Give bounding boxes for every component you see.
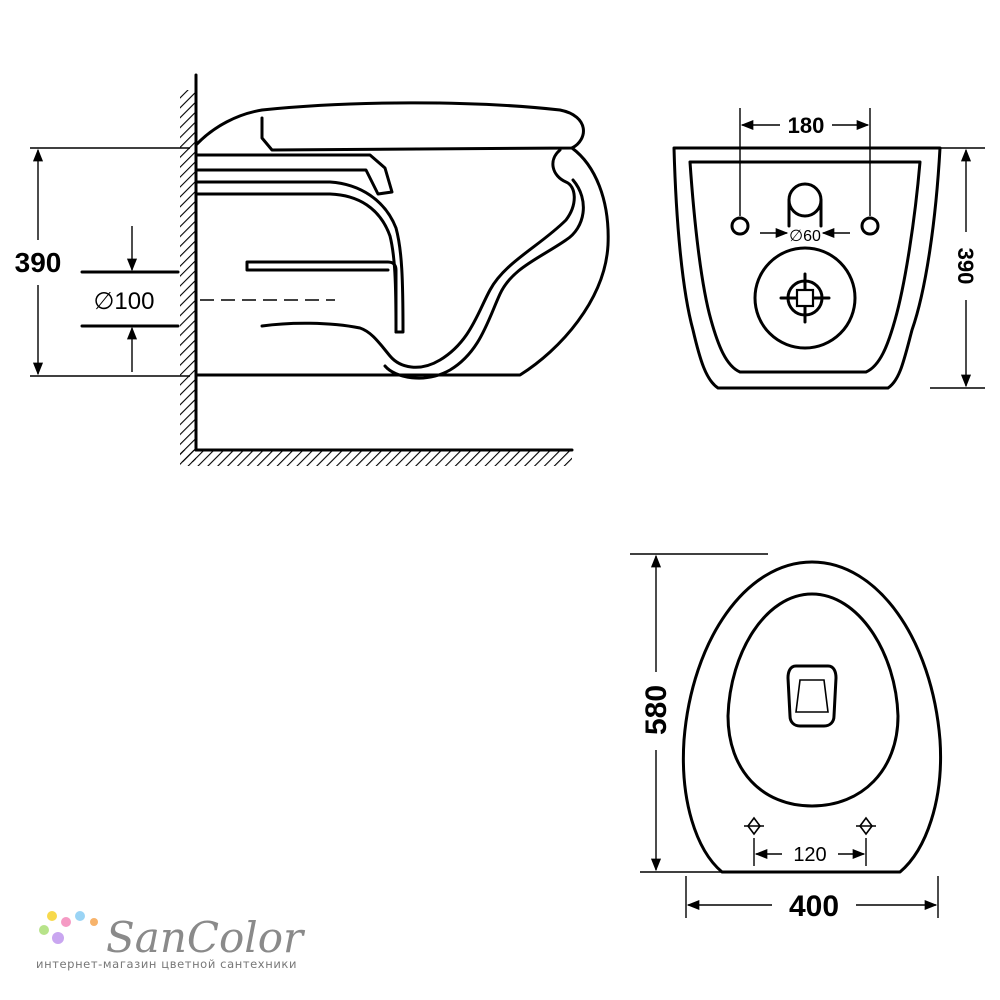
- top-width-dimension: 400: [685, 876, 939, 923]
- bolt-marker-right: [856, 816, 876, 836]
- back-outline: [672, 146, 942, 390]
- mounting-hole-right: [860, 216, 880, 236]
- top-view: 120 580 400: [630, 553, 943, 923]
- mounting-hole-left: [730, 216, 750, 236]
- logo-dot: [47, 911, 57, 921]
- bolt-spacing-label: 120: [793, 844, 826, 866]
- bolt-marker-left: [744, 816, 764, 836]
- inlet-diameter-dimension: ∅60: [760, 227, 850, 245]
- pipe-diameter-dimension: ∅100: [80, 226, 180, 372]
- bowl-profile: [194, 101, 610, 380]
- side-view: 390 ∅100: [15, 73, 610, 466]
- side-height-dimension: 390: [15, 147, 190, 377]
- pipe-diameter-label: ∅100: [94, 288, 155, 315]
- bolt-spacing-dimension: 120: [753, 838, 867, 866]
- logo-tagline: интернет-магазин цветной сантехники: [36, 957, 297, 971]
- logo-name: SanColor: [106, 913, 306, 962]
- side-height-label: 390: [15, 247, 62, 278]
- top-length-dimension: 580: [630, 553, 768, 873]
- sancolor-logo: SanColor интернет-магазин цветной сантех…: [36, 911, 306, 971]
- drain-outlet: [753, 246, 857, 350]
- back-view: 180 ∅60 390: [672, 108, 985, 390]
- logo-dot: [52, 932, 64, 944]
- logo-dot: [90, 918, 98, 926]
- back-height-dimension: 390: [930, 147, 985, 389]
- bowl-drain: [786, 664, 838, 728]
- wall: [180, 73, 574, 466]
- top-length-label: 580: [640, 685, 673, 735]
- back-spacing-label: 180: [788, 113, 825, 138]
- top-width-label: 400: [789, 890, 839, 923]
- inlet-diameter-label: ∅60: [789, 228, 821, 245]
- logo-dot: [61, 917, 71, 927]
- logo-dots-icon: [39, 911, 98, 944]
- logo-dot: [75, 911, 85, 921]
- back-spacing-dimension: 180: [739, 108, 871, 216]
- back-height-label: 390: [953, 248, 978, 285]
- water-inlet: [787, 182, 823, 228]
- logo-dot: [39, 925, 49, 935]
- top-outline: [681, 560, 943, 874]
